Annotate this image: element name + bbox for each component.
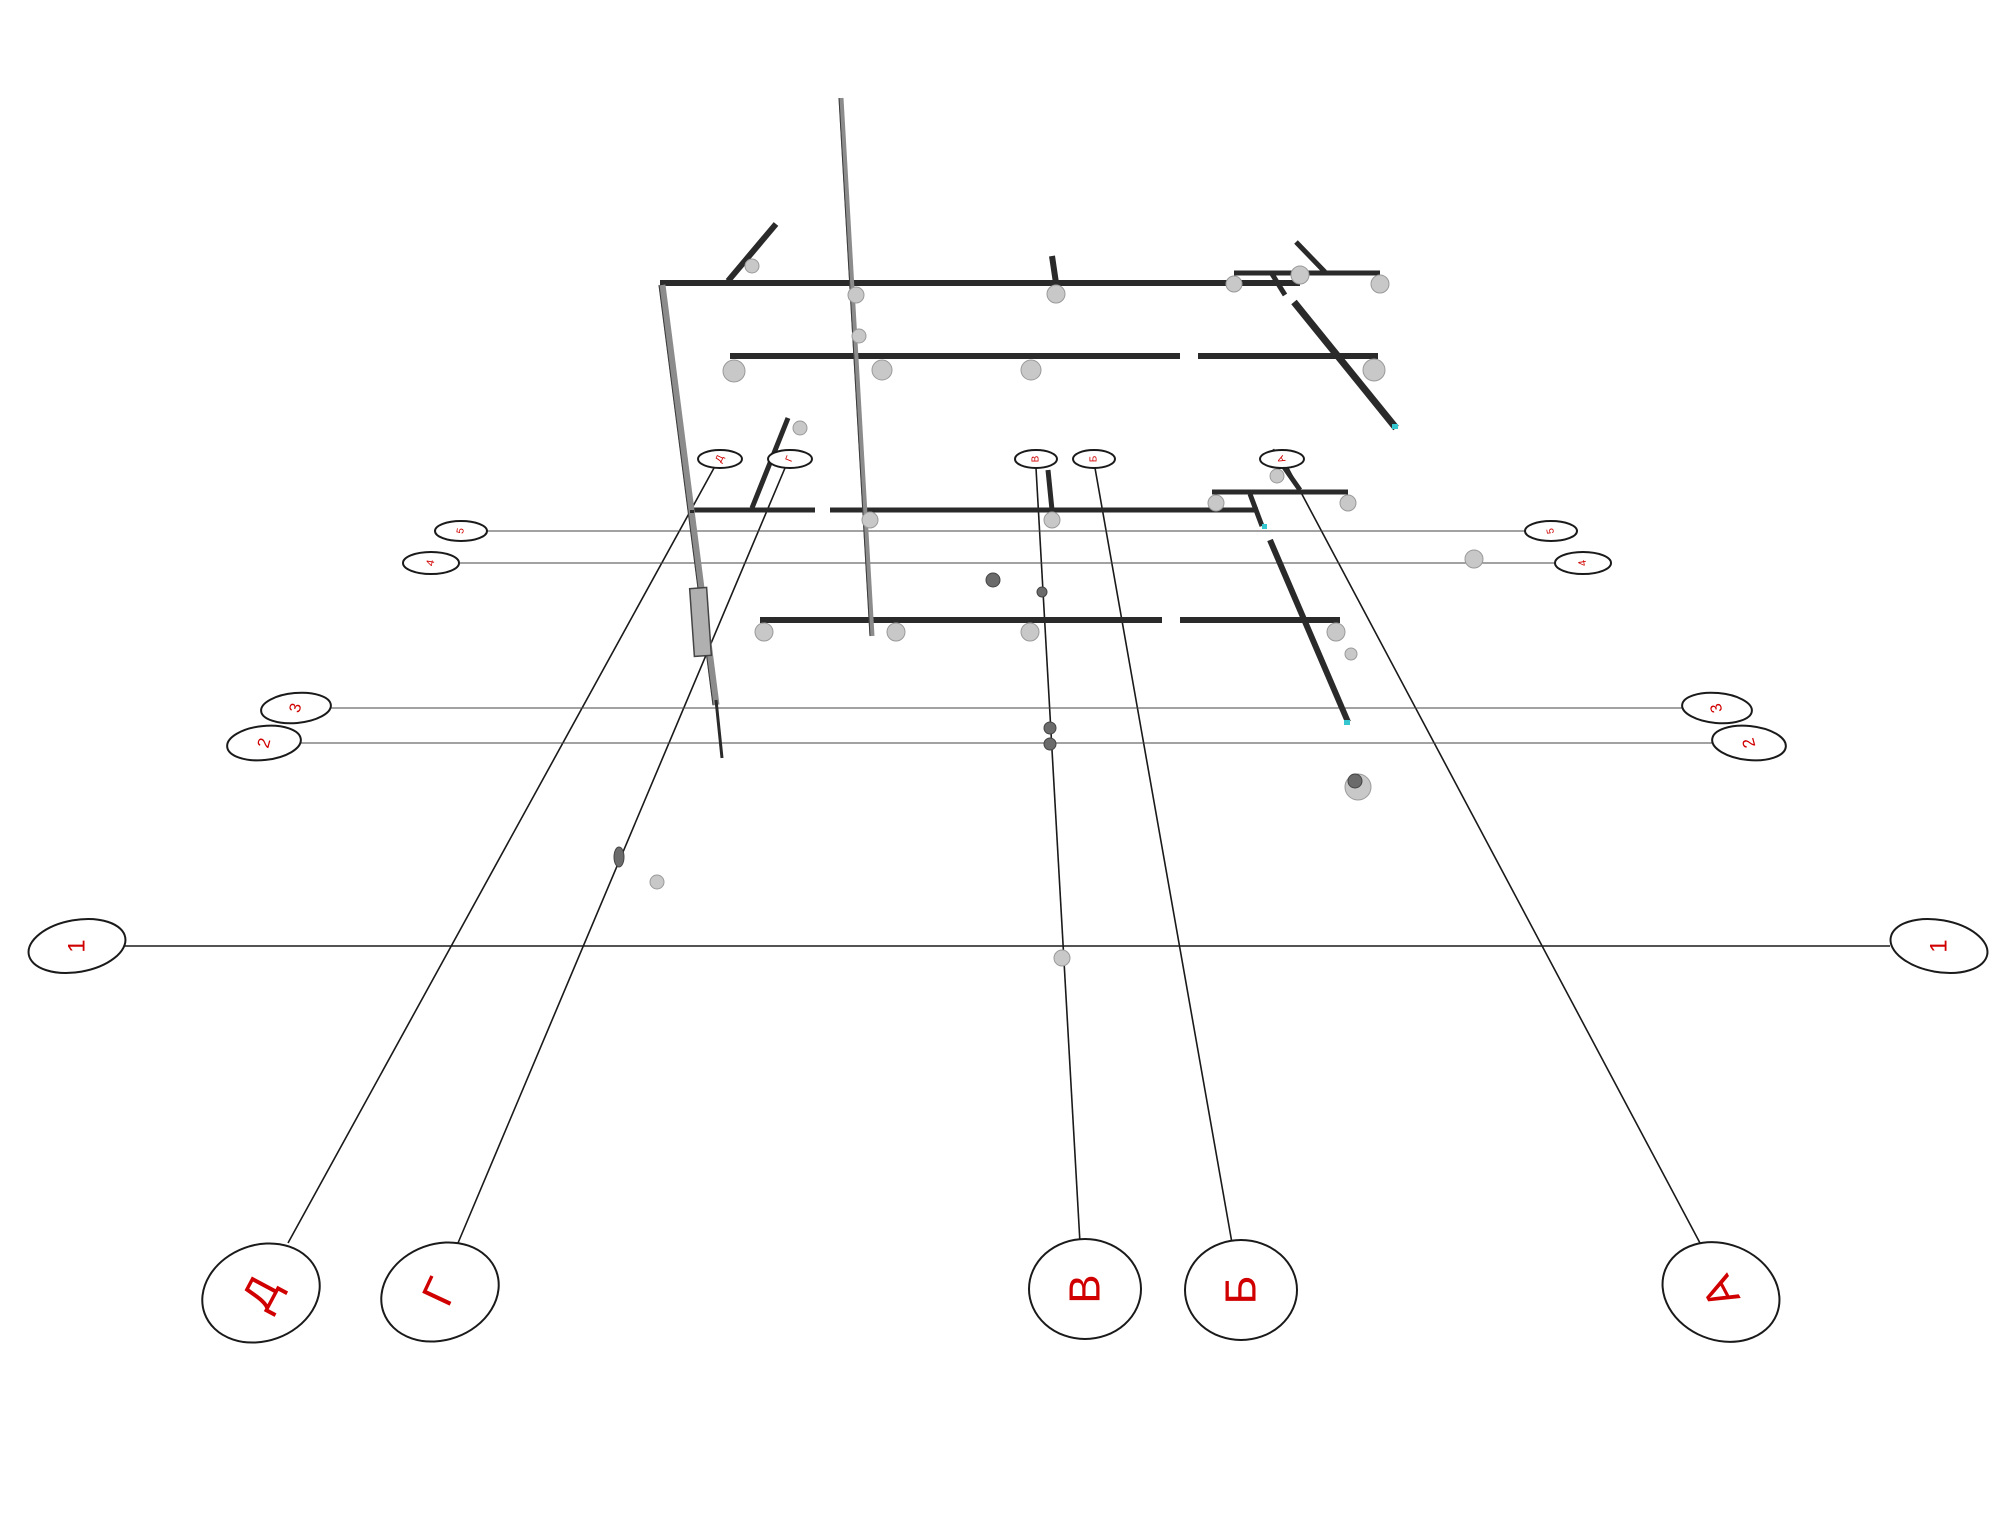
axis-label-col-v: В [1061, 1274, 1110, 1303]
fixture [886, 622, 906, 642]
axis-label-row-3-right: 3 [1708, 701, 1727, 714]
pipe-upper-right-drop [1269, 272, 1288, 297]
pipe-upper-right-diag [1294, 240, 1327, 274]
axis-bubble-col-g: Г [380, 1241, 500, 1343]
row-axis-bubbles: 1 1 2 2 3 3 4 4 [27, 520, 1989, 974]
pipe-lower-right-drop [1247, 493, 1265, 527]
axis-label-col-b: Б [1217, 1276, 1266, 1305]
fixture [1046, 284, 1066, 304]
axis-bubble-row-2-right: 2 [1711, 724, 1787, 762]
fixture [985, 572, 1001, 588]
row-axis-lines [125, 530, 1890, 947]
fixture [744, 258, 760, 274]
pipe-stub-lower-v [1045, 469, 1055, 511]
axis-bubble-col-b-far: Б [1072, 449, 1116, 469]
axis-label-row-3-left: 3 [287, 701, 306, 714]
equipment-box [688, 586, 713, 658]
fixture [861, 511, 879, 529]
axis-bubble-row-3-left: 3 [260, 691, 332, 725]
axis-label-col-v-far: В [1031, 455, 1042, 462]
axis-bubble-col-v: В [1028, 1238, 1142, 1340]
axis-label-row-4-left: 4 [425, 559, 438, 567]
fixture [1344, 647, 1358, 661]
axis-bubble-col-d: Д [201, 1242, 321, 1344]
axis-line-col-d [287, 467, 715, 1244]
fixture [1020, 622, 1040, 642]
fixture [1464, 549, 1484, 569]
fixture [1339, 494, 1357, 512]
fixture [1020, 359, 1042, 381]
axis-bubble-row-1-right: 1 [1889, 918, 1989, 974]
pipe-end-cap-upper [1392, 424, 1398, 429]
fixture [649, 874, 665, 890]
fixture [851, 328, 867, 344]
fixture [1043, 511, 1061, 529]
fixture [1043, 737, 1057, 751]
pipe-upper-long-diag [1291, 299, 1399, 431]
pipe-end-cap-mid [1262, 524, 1267, 529]
axis-bubble-col-b: Б [1184, 1239, 1298, 1341]
riser-left-bottom [714, 699, 724, 759]
fixture [754, 622, 774, 642]
fixture [1053, 949, 1071, 967]
axis-bubble-col-a-far: А [1259, 449, 1305, 469]
axis-bubble-row-1-left: 1 [27, 918, 127, 974]
fixture [792, 420, 808, 436]
axis-bubble-col-v-far: В [1014, 449, 1058, 469]
axis-label-row-1-left: 1 [64, 939, 91, 952]
lower-floor-piping [692, 417, 1351, 725]
axis-bubble-row-3-right: 3 [1681, 691, 1753, 725]
axis-bubble-row-4-right: 4 [1554, 551, 1612, 575]
axis-line-col-b [1094, 467, 1233, 1244]
pipe-end-cap-lower [1344, 720, 1350, 725]
riser-tall-center [838, 97, 875, 637]
axis-label-row-1-right: 1 [1926, 939, 1953, 952]
fixture [613, 846, 625, 868]
fixture [1362, 358, 1386, 382]
risers [658, 97, 875, 759]
axis-bubble-col-g-far: Г [767, 449, 813, 469]
fixtures [613, 258, 1484, 967]
fixture [1036, 586, 1048, 598]
axis-bubble-row-4-left: 4 [402, 551, 460, 575]
fixture [1290, 265, 1310, 285]
axis-label-row-4-right: 4 [1577, 559, 1590, 567]
column-axis-bubbles: Д Г В Б А [201, 1238, 1781, 1344]
axis-bubble-col-a: А [1661, 1241, 1781, 1343]
fixture [1347, 773, 1363, 789]
upper-floor-piping [660, 222, 1399, 431]
riser-tall-center-edge [838, 97, 871, 637]
axis-label-col-b-far: Б [1089, 455, 1100, 462]
pipe-lower-long-diag [1267, 538, 1351, 724]
axis-label-col-a-far: А [1275, 453, 1288, 464]
fixture [1225, 275, 1243, 293]
axis-line-col-a [1287, 467, 1701, 1244]
column-axis-bubbles-far: Д Г В Б А [697, 449, 1305, 469]
pipe-stub-upper-v [1049, 255, 1059, 284]
fixture [847, 286, 865, 304]
fixture [1207, 494, 1225, 512]
axis-bubble-col-d-far: Д [697, 449, 743, 469]
column-axis-lines [287, 467, 1701, 1244]
axis-label-row-5-left: 5 [455, 527, 467, 535]
axis-label-col-g-far: Г [784, 454, 796, 464]
axis-bubble-row-5-right: 5 [1524, 520, 1578, 542]
fixture [1043, 721, 1057, 735]
fixture [1269, 468, 1285, 484]
pipe-branch-upper-left [725, 222, 779, 283]
fixture [1370, 274, 1390, 294]
axis-label-row-5-right: 5 [1545, 527, 1557, 535]
axis-bubble-row-2-left: 2 [226, 724, 302, 762]
fixture [1326, 622, 1346, 642]
axis-label-col-d-far: Д [714, 453, 727, 464]
axis-bubble-row-5-left: 5 [434, 520, 488, 542]
fixture [722, 359, 746, 383]
fixture [871, 359, 893, 381]
axis-line-col-v [1035, 467, 1081, 1244]
